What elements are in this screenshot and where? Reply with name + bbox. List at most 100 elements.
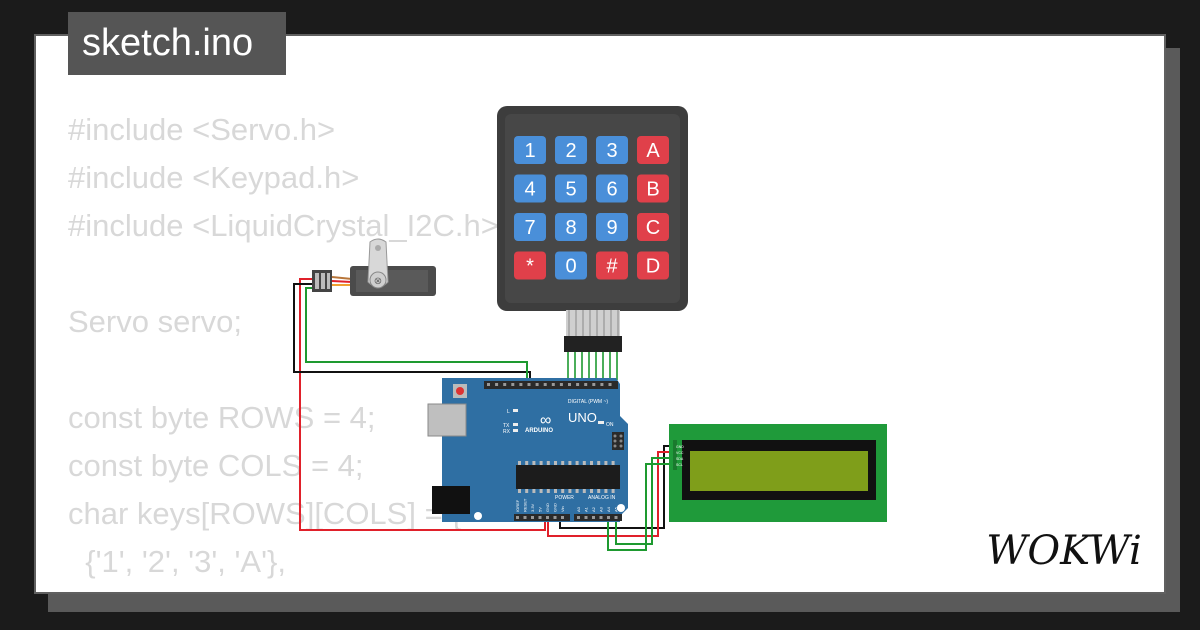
lcd-vcc-wire bbox=[547, 451, 673, 537]
servo-ground-wire bbox=[293, 283, 531, 383]
keypad-key[interactable]: C bbox=[637, 213, 669, 241]
analog-pin-label: A5 bbox=[614, 506, 619, 512]
keypad-key-label: # bbox=[606, 256, 618, 278]
wokwi-logo[interactable]: WOKWi bbox=[978, 524, 1150, 576]
wires bbox=[293, 278, 673, 551]
power-pin-label: RESET bbox=[523, 498, 528, 512]
brand-label: ARDUINO bbox=[525, 428, 553, 434]
keypad-key[interactable]: 8 bbox=[555, 213, 587, 241]
lcd-scl-wire bbox=[607, 463, 673, 551]
code-line: #include <Servo.h> bbox=[68, 112, 336, 147]
file-tab-title: sketch.ino bbox=[68, 12, 286, 75]
lcd-pin-label: GND bbox=[676, 445, 684, 449]
power-pin-label: GND bbox=[545, 503, 550, 512]
keypad-keys[interactable]: 1 2 3 A 4 5 6 B 7 8 9 C * 0 # D bbox=[514, 136, 669, 280]
keypad-key[interactable]: 0 bbox=[555, 251, 587, 280]
keypad-key-label: 5 bbox=[565, 179, 576, 201]
led-on bbox=[598, 421, 604, 424]
keypad-key-label: 4 bbox=[524, 179, 535, 201]
keypad-key[interactable]: B bbox=[637, 174, 669, 203]
led-tx bbox=[513, 423, 518, 426]
wokwi-logo-text: WOKWi bbox=[986, 528, 1142, 574]
analog-label: ANALOG IN bbox=[588, 495, 616, 501]
code-line: char keys[ROWS][COLS] = { bbox=[68, 496, 462, 531]
code-preview: #include <Servo.h> #include <Keypad.h> #in… bbox=[68, 106, 499, 592]
servo-power-wire bbox=[299, 278, 546, 531]
lcd-pin-label: SDA bbox=[676, 457, 684, 461]
keypad-wires bbox=[567, 352, 618, 380]
tx-label: TX bbox=[503, 423, 510, 429]
keypad-key[interactable]: # bbox=[596, 251, 628, 280]
lcd-pin-label: SCL bbox=[676, 463, 683, 467]
icsp-header bbox=[612, 432, 624, 450]
keypad-key[interactable]: 6 bbox=[596, 174, 628, 203]
arduino-uno[interactable]: DIGITAL (PWM ~) ∞ UNO ARDUINO TX RX L ON… bbox=[427, 378, 628, 522]
keypad-key-label: C bbox=[646, 217, 660, 239]
digital-label: DIGITAL (PWM ~) bbox=[568, 399, 608, 405]
led-l bbox=[513, 409, 518, 412]
keypad-key[interactable]: A bbox=[637, 136, 669, 164]
lcd-screen bbox=[690, 451, 868, 491]
svg-text:⊗: ⊗ bbox=[374, 276, 382, 287]
model-label: UNO bbox=[568, 410, 597, 425]
code-line: Servo servo; bbox=[68, 304, 243, 339]
digital-header bbox=[484, 381, 618, 389]
keypad-key-label: 3 bbox=[606, 140, 617, 162]
keypad-key-label: A bbox=[646, 140, 660, 162]
keypad-key[interactable]: 4 bbox=[514, 174, 546, 203]
keypad-key[interactable]: * bbox=[514, 251, 546, 280]
code-line: #include <Keypad.h> bbox=[68, 160, 360, 195]
keypad-key[interactable]: D bbox=[637, 251, 669, 280]
keypad-key-label: 6 bbox=[606, 179, 617, 201]
keypad-key[interactable]: 7 bbox=[514, 213, 546, 241]
keypad-key-label: 2 bbox=[565, 140, 576, 162]
code-line: const byte COLS = 4; bbox=[68, 448, 364, 483]
analog-pin-label: A0 bbox=[576, 506, 581, 512]
power-jack bbox=[432, 486, 470, 514]
keypad-key[interactable]: 1 bbox=[514, 136, 546, 164]
analog-pin-label: A2 bbox=[591, 506, 596, 512]
on-label: ON bbox=[606, 422, 614, 428]
keypad-key-label: 1 bbox=[524, 140, 535, 162]
servo-motor[interactable]: ⊗ bbox=[312, 238, 436, 296]
lcd-sda-wire bbox=[615, 457, 673, 545]
analog-pin-label: A1 bbox=[584, 506, 589, 512]
keypad-key-label: 0 bbox=[565, 256, 576, 278]
lcd-pin-label: VCC bbox=[676, 451, 684, 455]
power-pin-label: 5V bbox=[538, 507, 543, 512]
l-label: L bbox=[507, 409, 510, 415]
usb-port bbox=[427, 403, 467, 437]
keypad-key-label: 9 bbox=[606, 217, 617, 239]
power-pin-label: 3.3V bbox=[530, 503, 535, 512]
analog-header bbox=[574, 514, 622, 521]
lcd-i2c-display[interactable]: GND VCC SDA SCL bbox=[669, 424, 887, 522]
arduino-infinity-logo: ∞ bbox=[540, 412, 551, 429]
servo-signal-wire bbox=[305, 287, 528, 383]
membrane-keypad[interactable]: 1 2 3 A 4 5 6 B 7 8 9 C * 0 # D bbox=[497, 106, 688, 352]
keypad-key[interactable]: 5 bbox=[555, 174, 587, 203]
keypad-key[interactable]: 2 bbox=[555, 136, 587, 164]
power-header bbox=[514, 514, 570, 521]
code-line: const byte ROWS = 4; bbox=[68, 400, 376, 435]
power-label: POWER bbox=[555, 495, 574, 501]
power-pin-label: IOREF bbox=[515, 499, 520, 512]
keypad-key[interactable]: 9 bbox=[596, 213, 628, 241]
keypad-key-label: 8 bbox=[565, 217, 576, 239]
keypad-key-label: * bbox=[526, 256, 534, 278]
keypad-key-label: D bbox=[646, 256, 660, 278]
keypad-key[interactable]: 3 bbox=[596, 136, 628, 164]
code-line: {'1', '2', '3', 'A'}, bbox=[68, 544, 286, 579]
keypad-key-label: 7 bbox=[524, 217, 535, 239]
microcontroller-chip bbox=[516, 465, 620, 489]
led-rx bbox=[513, 429, 518, 432]
power-pin-label: GND bbox=[553, 503, 558, 512]
lcd-gnd-wire bbox=[559, 445, 673, 529]
power-pin-label: Vin bbox=[560, 506, 565, 512]
keypad-key-label: B bbox=[646, 179, 659, 201]
rx-label: RX bbox=[503, 429, 511, 435]
keypad-ribbon bbox=[564, 310, 622, 352]
analog-pin-label: A4 bbox=[606, 506, 611, 512]
analog-pin-label: A3 bbox=[599, 506, 604, 512]
code-line: #include <LiquidCrystal_I2C.h> bbox=[68, 208, 499, 243]
